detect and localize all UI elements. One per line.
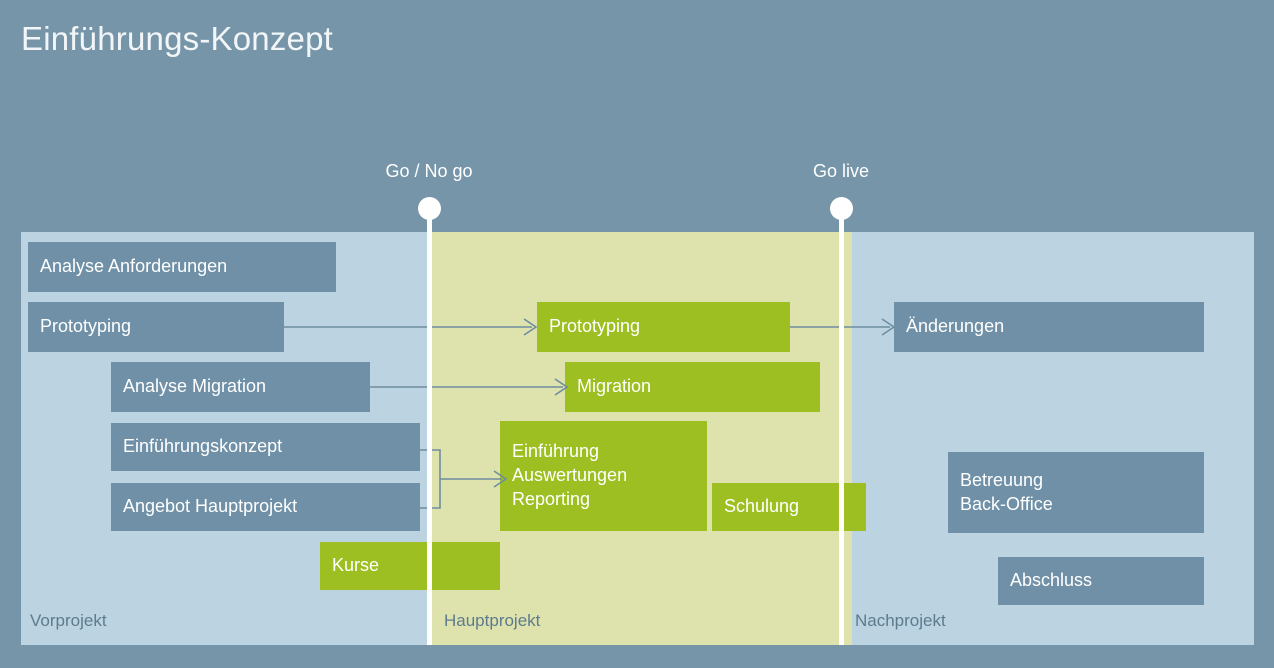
task-label: Änderungen: [906, 316, 1005, 337]
milestone-label-go-live: Go live: [812, 161, 870, 181]
task-label: Prototyping: [549, 316, 641, 337]
task-label: Migration: [577, 376, 652, 397]
task-label: Abschluss: [1010, 570, 1093, 591]
task-box-analyse-anforderungen[interactable]: Analyse Anforderungen: [28, 242, 336, 292]
milestone-line-go-live: [839, 208, 844, 645]
task-box-analyse-migration[interactable]: Analyse Migration: [111, 362, 370, 412]
task-box-migration[interactable]: Migration: [565, 362, 820, 412]
task-label: Betreuung Back-Office: [960, 469, 1053, 514]
task-label: Analyse Anforderungen: [40, 256, 228, 277]
task-box-angebot-hauptprojekt[interactable]: Angebot Hauptprojekt: [111, 483, 420, 531]
milestone-dot-go-no-go[interactable]: [418, 197, 441, 220]
page-title: Einführungs-Konzept: [21, 20, 333, 57]
task-box-prototyping-hauptprojekt[interactable]: Prototyping: [537, 302, 790, 352]
task-label: Schulung: [724, 496, 800, 517]
phase-label-vorprojekt: Vorprojekt: [30, 611, 107, 630]
task-label: Prototyping: [40, 316, 132, 337]
milestone-line-go-no-go: [427, 208, 432, 645]
task-label: Analyse Migration: [123, 376, 267, 397]
phase-label-hauptprojekt: Hauptprojekt: [444, 611, 541, 630]
task-box-einfuehrungskonzept[interactable]: Einführungskonzept: [111, 423, 420, 471]
task-box-aenderungen[interactable]: Änderungen: [894, 302, 1204, 352]
task-box-einfuehrung-auswertungen-reporting[interactable]: Einführung Auswertungen Reporting: [500, 421, 707, 531]
task-box-betreuung-back-office[interactable]: Betreuung Back-Office: [948, 452, 1204, 533]
phase-label-nachprojekt: Nachprojekt: [855, 611, 946, 630]
milestone-dot-go-live[interactable]: [830, 197, 853, 220]
task-label: Angebot Hauptprojekt: [123, 496, 298, 517]
milestone-label-go-no-go: Go / No go: [385, 161, 473, 181]
task-label: Kurse: [332, 555, 380, 576]
task-box-kurse[interactable]: Kurse: [320, 542, 500, 590]
task-box-prototyping-vorprojekt[interactable]: Prototyping: [28, 302, 284, 352]
task-box-abschluss[interactable]: Abschluss: [998, 557, 1204, 605]
task-label: Einführung Auswertungen Reporting: [512, 441, 628, 509]
task-label: Einführungskonzept: [123, 436, 283, 457]
